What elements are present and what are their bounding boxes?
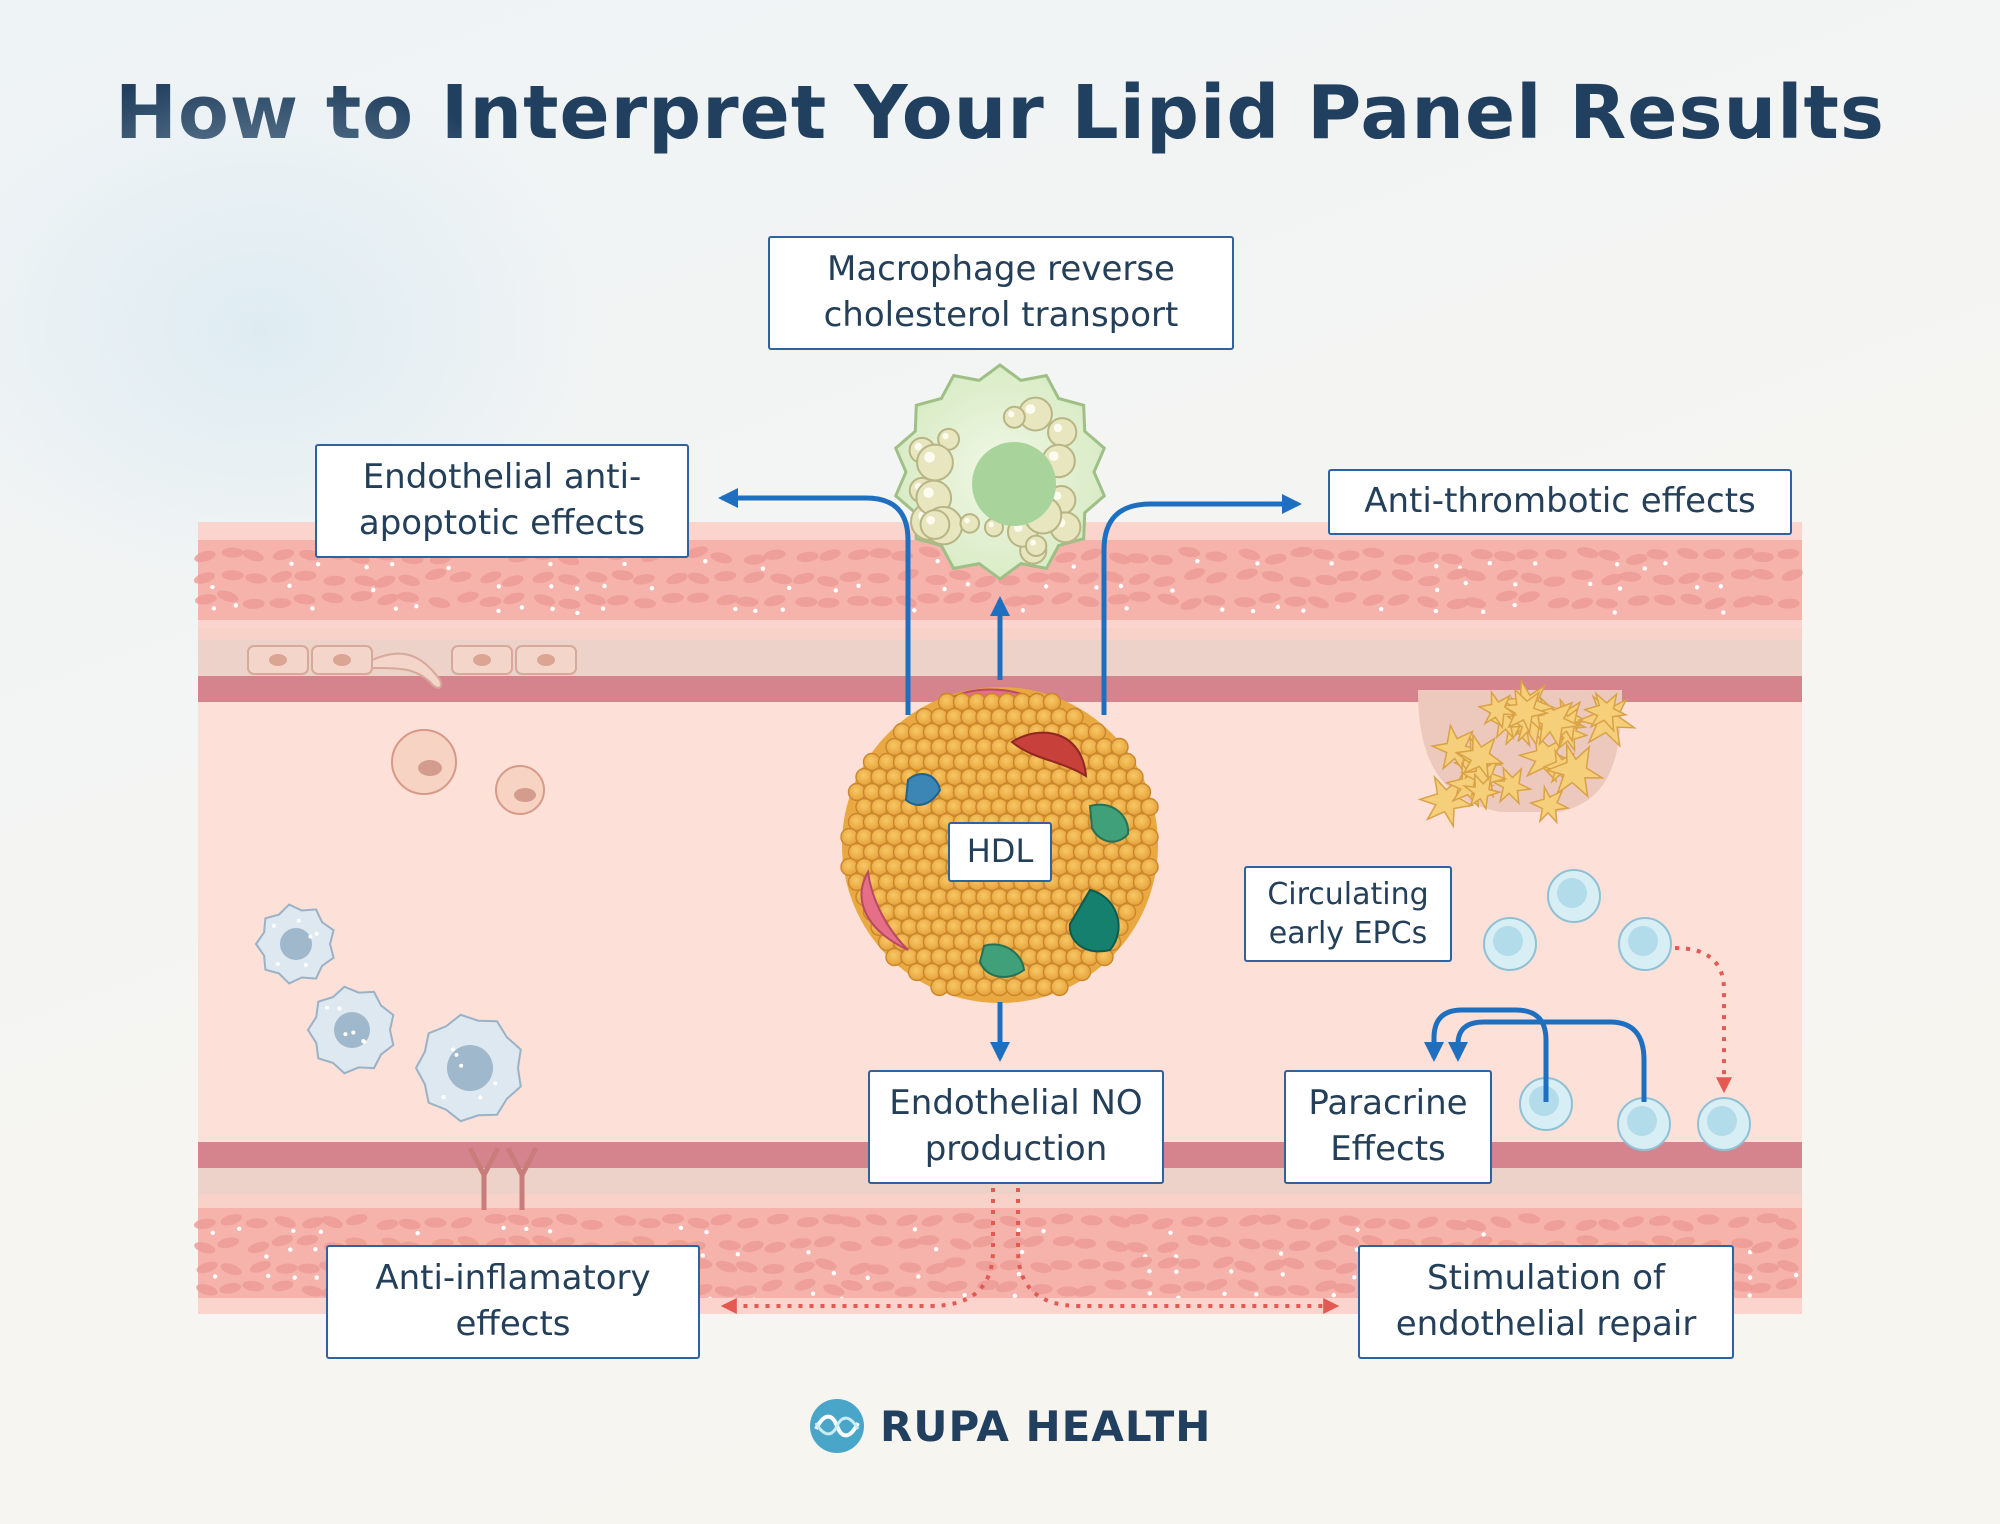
repair-arrows <box>720 946 1732 1314</box>
hdl-label: HDL <box>948 822 1052 882</box>
macrophage-cell <box>893 363 1107 581</box>
rupa-logo-icon <box>810 1399 864 1453</box>
epcs-label: Circulating early EPCs <box>1244 866 1452 962</box>
anti-apoptotic-label: Endothelial anti- apoptotic effects <box>315 444 689 558</box>
receptor-icon <box>467 1146 539 1210</box>
platelet-cluster <box>1417 678 1637 829</box>
no-production-label: Endothelial NO production <box>868 1070 1164 1184</box>
red-blood-cells <box>391 729 545 815</box>
effect-arrows <box>718 488 1647 1102</box>
paracrine-label: Paracrine Effects <box>1284 1070 1492 1184</box>
anti-inflammatory-label: Anti-inflamatory effects <box>326 1245 700 1359</box>
macrophage-label: Macrophage reverse cholesterol transport <box>768 236 1234 350</box>
epc-cells <box>1483 869 1751 1151</box>
brand-name: RUPA HEALTH <box>880 1401 1212 1451</box>
anti-thrombotic-label: Anti-thrombotic effects <box>1328 469 1792 535</box>
white-blood-cells <box>254 903 522 1123</box>
brand-logo: RUPA HEALTH <box>808 1396 1211 1456</box>
endothelial-repair-label: Stimulation of endothelial repair <box>1358 1245 1734 1359</box>
